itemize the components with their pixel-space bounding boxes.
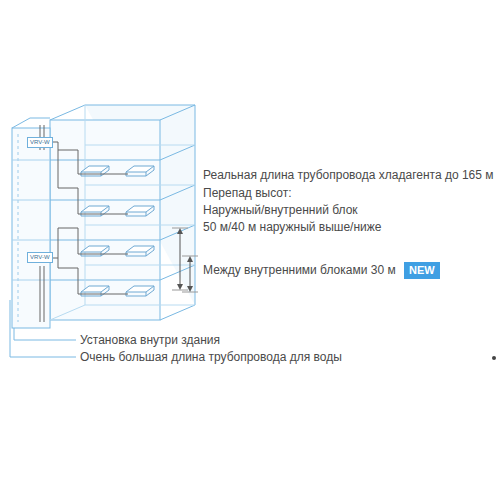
caption-text: Наружный/внутренний блок xyxy=(203,203,358,217)
caption-text: Установка внутри здания xyxy=(80,333,220,347)
indoor-unit xyxy=(81,246,109,252)
caption-text: Реальная длина трубопровода хладагента д… xyxy=(203,168,494,182)
indoor-unit xyxy=(126,246,154,252)
indoor-unit xyxy=(126,206,154,216)
indoor-unit xyxy=(126,246,154,256)
node-text: NEW xyxy=(409,264,435,277)
indoor-unit xyxy=(126,286,154,296)
caption-text: 50 м/40 м наружный выше/ниже xyxy=(203,220,382,234)
node-text: VRV-W xyxy=(30,254,50,261)
indoor-unit xyxy=(81,286,109,292)
indoor-unit xyxy=(126,166,154,176)
new-badge: NEW xyxy=(404,262,440,279)
indoor-unit xyxy=(81,166,109,172)
outdoor-unit: VRV-W xyxy=(27,137,53,148)
caption-text: Между внутренними блоками 30 м xyxy=(203,263,396,277)
caption-text: Перепад высот: xyxy=(203,186,292,200)
indoor-unit xyxy=(126,286,154,292)
caption-text: Очень большая длина трубопровода для вод… xyxy=(80,350,342,364)
indoor-unit xyxy=(126,166,154,172)
node-text: VRV-W xyxy=(30,139,50,146)
indoor-unit xyxy=(126,206,154,212)
indoor-unit xyxy=(81,206,109,212)
outdoor-unit: VRV-W xyxy=(27,252,53,263)
